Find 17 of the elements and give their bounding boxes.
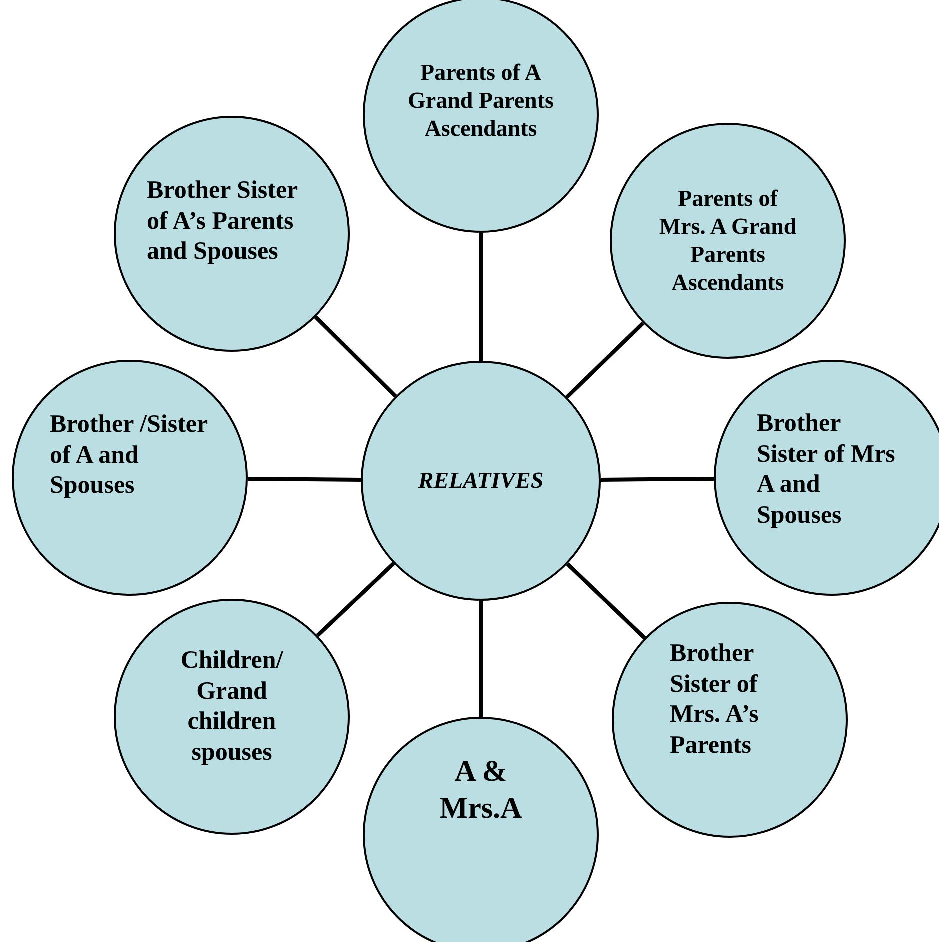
connector-line [479, 233, 483, 361]
circle-label: Children/ Grand children spouses [180, 646, 284, 768]
connector-line [248, 477, 362, 482]
circle-label: A & Mrs.A [438, 754, 524, 827]
connector-line [566, 322, 645, 399]
connector-line [314, 316, 398, 398]
circle-label: Brother Sister of Mrs A and Spouses [757, 409, 896, 530]
connector-line [316, 562, 396, 638]
circle-label: Brother /Sister of A and Spouses [50, 410, 209, 502]
connector-line [600, 477, 714, 482]
circle-label: Parents of A Grand Parents Ascendants [407, 58, 555, 144]
circle-label: RELATIVES [417, 466, 545, 495]
connector-line [566, 562, 646, 640]
circle-label: Brother Sister of Mrs. A’s Parents [670, 639, 760, 760]
circle-label: Parents of Mrs. A Grand Parents Ascendants [658, 184, 798, 298]
connector-line [479, 601, 483, 717]
circle-label: Brother Sister of A’s Parents and Spouses [147, 176, 299, 268]
